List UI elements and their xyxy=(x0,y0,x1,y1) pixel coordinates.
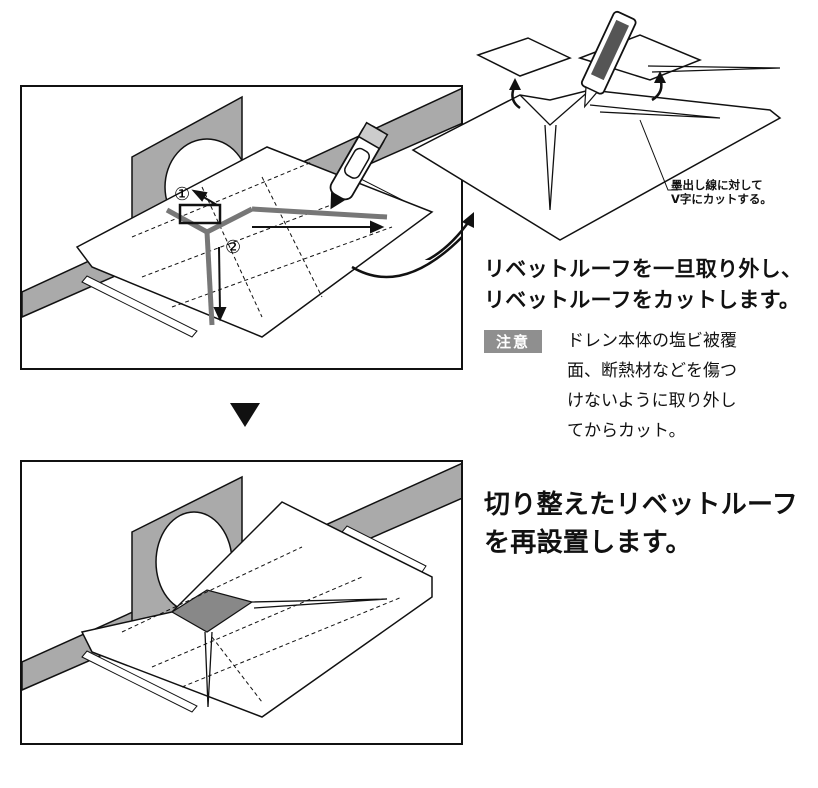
step-markers: ① ② xyxy=(174,184,241,258)
callout-line-1: 墨出し線に対して xyxy=(671,178,763,192)
callout-line-2: V字にカットする。 xyxy=(671,192,772,206)
transfer-arrow xyxy=(424,219,472,260)
transfer-arrowhead xyxy=(462,212,474,228)
step-2-marker: ② xyxy=(225,237,241,258)
remove-heading-line-1: リベットルーフを一旦取り外し、 xyxy=(484,257,803,281)
top-illustration-panel: ① ② xyxy=(20,85,463,370)
callout-leader xyxy=(639,119,678,191)
cut-square xyxy=(178,203,222,225)
removed-square xyxy=(476,37,572,77)
caution-line-4: てからカット。 xyxy=(567,421,686,441)
reinstall-heading-line-2: を再設置します。 xyxy=(484,528,692,558)
caution-line-3: けないように取り外し xyxy=(567,391,737,411)
top-illustration: ① ② xyxy=(22,88,461,338)
reinstall-heading: 切り整えたリベットルーフ を再設置します。 xyxy=(484,486,798,562)
caution-line-2: 面、断熱材などを傷つ xyxy=(567,361,737,381)
lift-arrowheads xyxy=(509,71,666,90)
bottom-illustration xyxy=(22,462,461,718)
remove-and-cut-heading: リベットルーフを一旦取り外し、 リベットルーフをカットします。 xyxy=(484,254,802,316)
next-step-arrow-icon xyxy=(230,403,260,427)
step-1-marker: ① xyxy=(174,184,190,205)
cut-callout-text: 墨出し線に対して V字にカットする。 xyxy=(671,178,772,206)
reinstall-heading-line-1: 切り整えたリベットルーフ xyxy=(484,490,799,520)
transfer-arrow-start xyxy=(351,236,461,279)
reinstalled-roof-sheet xyxy=(80,501,433,718)
caution-line-1: ドレン本体の塩ビ被覆 xyxy=(567,331,737,351)
caution-badge: 注意 xyxy=(484,330,543,353)
cut-sheet xyxy=(411,89,782,241)
bottom-illustration-panel xyxy=(20,460,463,745)
v-seams xyxy=(204,598,388,708)
cutter-knife-icon xyxy=(580,10,637,109)
marker-pen-icon xyxy=(329,121,389,210)
guide-lines xyxy=(121,546,403,703)
direction-arrows xyxy=(191,189,385,322)
guide-lines xyxy=(131,161,393,318)
remove-heading-line-2: リベットルーフをカットします。 xyxy=(484,288,801,312)
v-cuts xyxy=(519,65,781,211)
cut-detail-illustration xyxy=(411,10,782,260)
caution-text: ドレン本体の塩ビ被覆 面、断熱材などを傷つ けないように取り外し てからカット。 xyxy=(567,326,807,446)
